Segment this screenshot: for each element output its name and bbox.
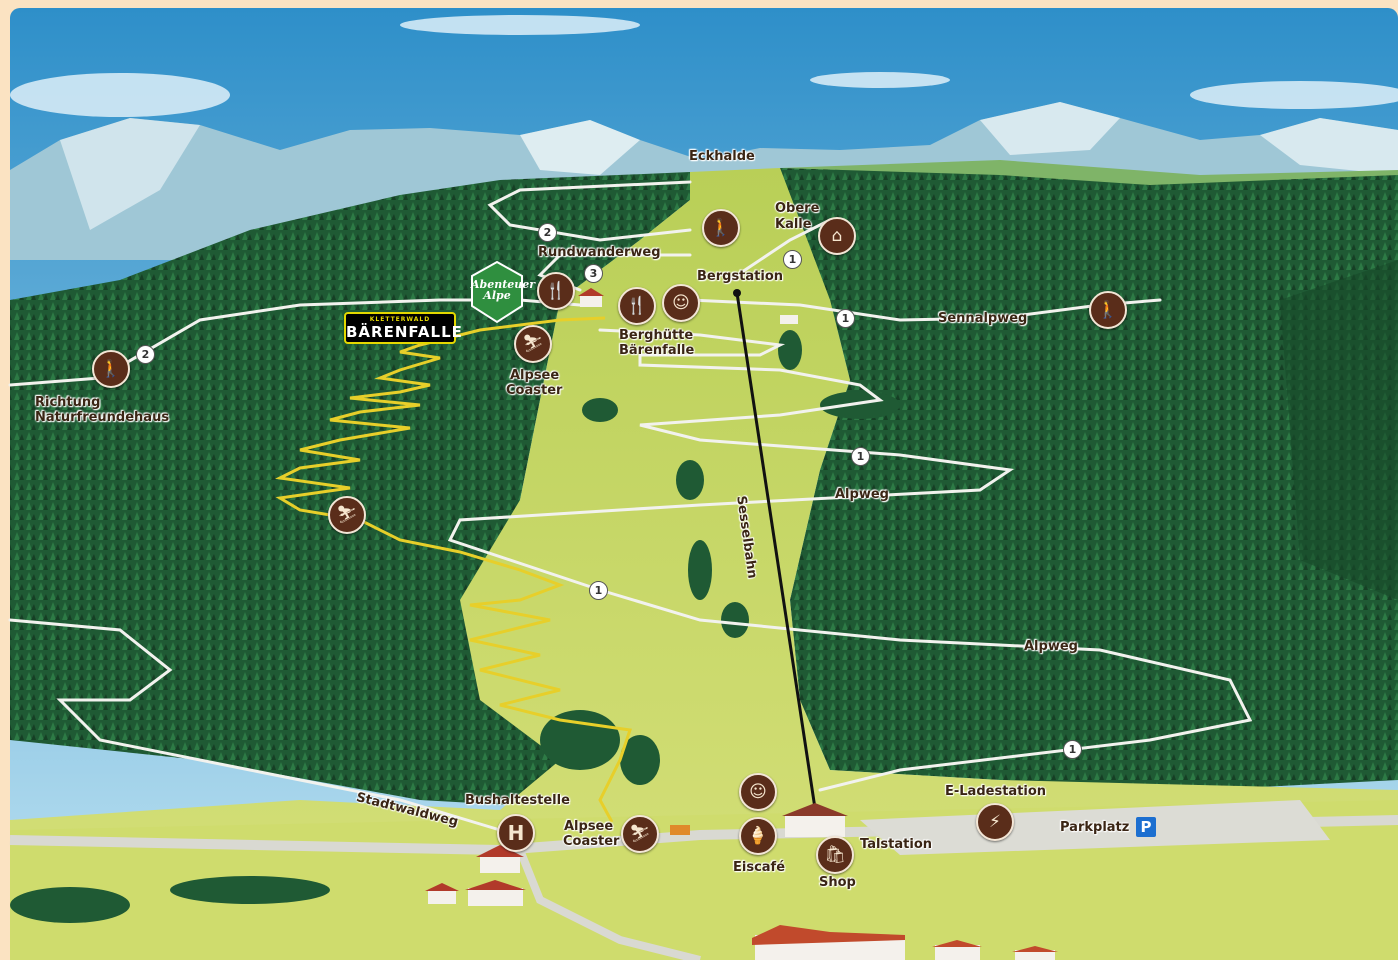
label-shop: Shop — [819, 875, 856, 890]
hut-icon[interactable]: ⌂ — [818, 217, 856, 255]
route-number-1[interactable]: 1 — [783, 250, 802, 269]
parking-icon[interactable]: P — [1136, 817, 1156, 837]
chairlift-cable — [735, 292, 818, 816]
label-alpsee-coaster-bottom-2: Coaster — [563, 834, 620, 849]
family-icon[interactable]: ☺ — [662, 284, 700, 322]
label-berghuette-2: Bärenfalle — [619, 343, 695, 358]
hiker-icon[interactable]: 🚶 — [1089, 291, 1127, 329]
label-berghuette-1: Berghütte — [619, 328, 694, 343]
label-bushaltestelle: Bushaltestelle — [465, 793, 570, 808]
label-alpsee-coaster-top-2: Coaster — [506, 383, 563, 398]
label-alpsee-coaster-top-1: Alpsee — [510, 368, 560, 383]
label-richtung-1: Richtung — [35, 395, 101, 410]
label-eiscafe: Eiscafé — [733, 860, 786, 875]
label-eckhalde: Eckhalde — [689, 149, 755, 164]
route-number-1[interactable]: 1 — [851, 447, 870, 466]
label-rundwanderweg: Rundwanderweg — [538, 245, 661, 260]
buildings — [425, 288, 1058, 960]
label-alpweg-upper: Alpweg — [835, 487, 889, 502]
label-obere-kalle-1: Obere — [775, 201, 820, 216]
route-number-2[interactable]: 2 — [136, 345, 155, 364]
forest-right — [780, 168, 1398, 790]
label-talstation: Talstation — [860, 837, 933, 852]
label-obere-kalle-2: Kalle — [775, 217, 812, 232]
coaster-icon[interactable]: ⛷ — [621, 815, 659, 853]
label-parkplatz: Parkplatz — [1060, 820, 1130, 835]
forest-far-right — [1280, 260, 1398, 600]
label-alpsee-coaster-bottom-1: Alpsee — [564, 819, 614, 834]
hiker-icon[interactable]: 🚶 — [702, 209, 740, 247]
route-number-2[interactable]: 2 — [538, 223, 557, 242]
abenteuer-alpe-badge — [471, 260, 523, 324]
shop-icon[interactable]: 🛍 — [816, 836, 854, 874]
charging-station-icon[interactable]: ⚡ — [976, 803, 1014, 841]
restaurant-icon[interactable]: 🍴 — [537, 272, 575, 310]
coaster-icon[interactable]: ⛷ — [514, 325, 552, 363]
parking-lot — [860, 800, 1330, 855]
label-richtung-2: Naturfreundehaus — [35, 410, 170, 425]
abenteuer-logo-line1: Abenteuer — [471, 278, 536, 291]
clouds — [10, 15, 1398, 117]
kletterwald-baerenfalle-logo[interactable]: KLETTERWALD BÄRENFALLE — [344, 312, 463, 344]
label-alpweg-lower: Alpweg — [1024, 639, 1078, 654]
family-icon[interactable]: ☺ — [739, 773, 777, 811]
coaster-track — [275, 316, 632, 823]
label-e-ladestation: E-Ladestation — [945, 784, 1047, 799]
route-number-1[interactable]: 1 — [1063, 740, 1082, 759]
route-number-3[interactable]: 3 — [584, 264, 603, 283]
route-number-1[interactable]: 1 — [836, 309, 855, 328]
coaster-icon[interactable]: ⛷ — [328, 496, 366, 534]
bus-stop-icon[interactable]: H — [497, 814, 535, 852]
route-number-1[interactable]: 1 — [589, 581, 608, 600]
label-sennalpweg: Sennalpweg — [938, 311, 1028, 326]
restaurant-icon[interactable]: 🍴 — [618, 287, 656, 325]
label-bergstation: Bergstation — [697, 269, 784, 284]
kletterwald-logo-top: KLETTERWALD — [369, 316, 431, 323]
kletterwald-logo-main: BÄRENFALLE — [346, 323, 463, 341]
abenteuer-logo-line2: Alpe — [483, 289, 511, 302]
hiker-icon[interactable]: 🚶 — [92, 350, 130, 388]
ice-cream-icon[interactable]: 🍦 — [739, 817, 777, 855]
